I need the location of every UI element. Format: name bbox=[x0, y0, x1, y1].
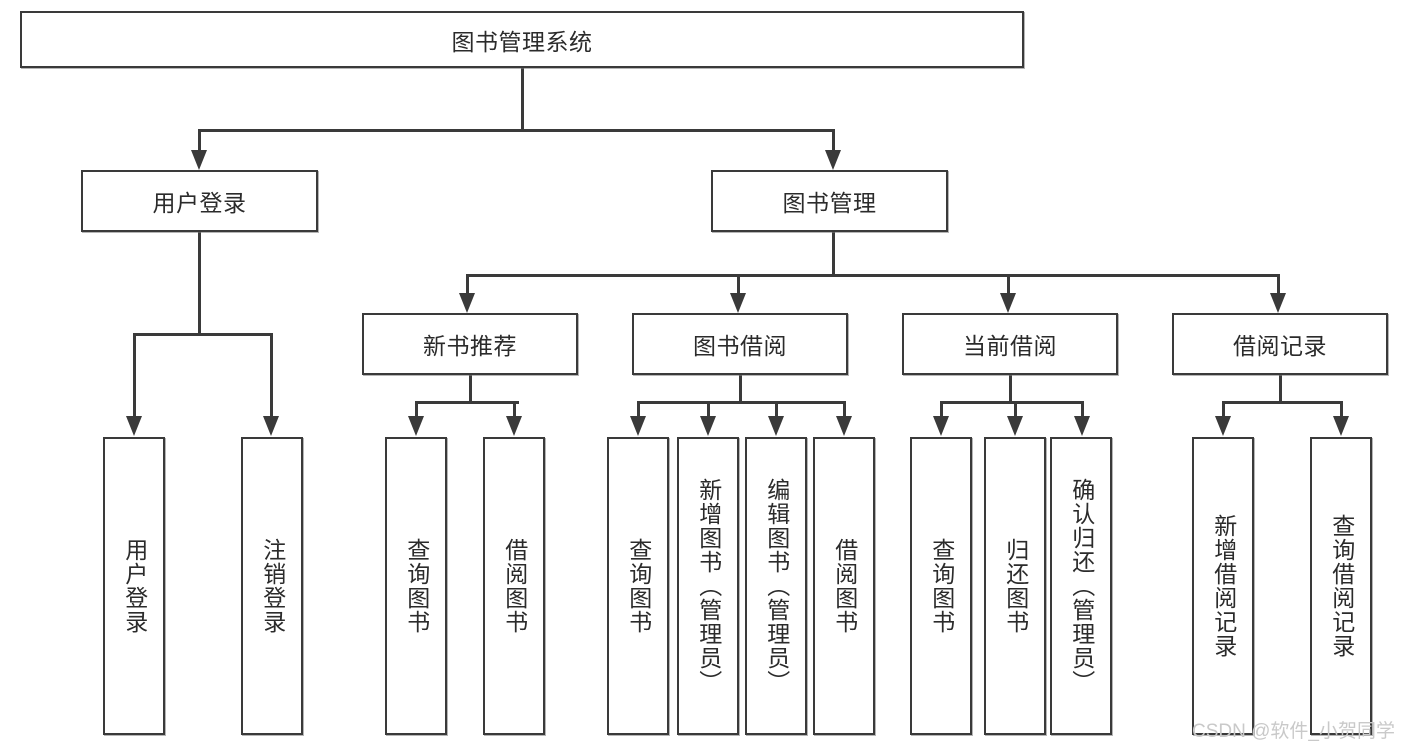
arrowhead-leaf-borrow-book-1 bbox=[506, 416, 522, 436]
arrowhead-leaf-add-borrow-record bbox=[1215, 416, 1231, 436]
edge-borrow-record-drop-2 bbox=[1340, 401, 1343, 419]
arrowhead-leaf-query-book-2 bbox=[630, 416, 646, 436]
arrowhead-leaf-query-borrow-record bbox=[1333, 416, 1349, 436]
edge-user-login-stem bbox=[198, 232, 201, 335]
node-leaf-query-book-1[interactable]: 查询图书 bbox=[385, 437, 447, 735]
edge-user-login-drop-2 bbox=[270, 333, 273, 419]
edge-new-book-stem bbox=[469, 375, 472, 403]
edge-current-borrow-drop-3 bbox=[1081, 401, 1084, 419]
arrowhead-book-borrow bbox=[730, 293, 746, 313]
node-leaf-logout-login[interactable]: 注销登录 bbox=[241, 437, 303, 735]
edge-book-manage-drop-4 bbox=[1277, 274, 1280, 296]
arrowhead-user-login bbox=[191, 150, 207, 170]
edge-current-borrow-bus bbox=[940, 401, 1081, 404]
node-new-book-recommend[interactable]: 新书推荐 bbox=[362, 313, 578, 375]
edge-user-login-bus bbox=[133, 333, 273, 336]
edge-root-stem bbox=[521, 68, 524, 131]
edge-book-manage-stem bbox=[832, 232, 835, 276]
edge-new-book-drop-1 bbox=[415, 401, 418, 419]
node-leaf-add-borrow-record[interactable]: 新增借阅记录 bbox=[1192, 437, 1254, 735]
csdn-watermark: CSDN @软件_小贺同学 bbox=[1192, 721, 1395, 742]
node-current-borrow[interactable]: 当前借阅 bbox=[902, 313, 1118, 375]
node-leaf-query-book-2[interactable]: 查询图书 bbox=[607, 437, 669, 735]
edge-book-borrow-bus bbox=[637, 401, 844, 404]
edge-book-borrow-stem bbox=[739, 375, 742, 403]
edge-borrow-record-stem bbox=[1279, 375, 1282, 403]
node-leaf-user-login[interactable]: 用户登录 bbox=[103, 437, 165, 735]
edge-book-manage-bus bbox=[466, 274, 1280, 277]
edge-new-book-drop-2 bbox=[513, 401, 516, 419]
node-leaf-borrow-book-2[interactable]: 借阅图书 bbox=[813, 437, 875, 735]
node-borrow-record[interactable]: 借阅记录 bbox=[1172, 313, 1388, 375]
edge-root-bus bbox=[198, 129, 835, 132]
node-book-manage[interactable]: 图书管理 bbox=[711, 170, 948, 232]
arrowhead-leaf-edit-book-admin bbox=[768, 416, 784, 436]
arrowhead-leaf-query-book-1 bbox=[408, 416, 424, 436]
node-user-login[interactable]: 用户登录 bbox=[81, 170, 318, 232]
node-book-borrow[interactable]: 图书借阅 bbox=[632, 313, 848, 375]
arrowhead-borrow-record bbox=[1270, 293, 1286, 313]
edge-book-borrow-drop-4 bbox=[843, 401, 846, 419]
arrowhead-leaf-query-book-3 bbox=[933, 416, 949, 436]
node-leaf-borrow-book-1[interactable]: 借阅图书 bbox=[483, 437, 545, 735]
arrowhead-leaf-add-book-admin bbox=[700, 416, 716, 436]
edge-root-to-book-manage bbox=[832, 129, 835, 153]
edge-user-login-drop-1 bbox=[133, 333, 136, 419]
arrowhead-leaf-borrow-book-2 bbox=[836, 416, 852, 436]
arrowhead-leaf-return-book bbox=[1007, 416, 1023, 436]
edge-borrow-record-bus bbox=[1222, 401, 1342, 404]
node-leaf-query-borrow-record[interactable]: 查询借阅记录 bbox=[1310, 437, 1372, 735]
edge-new-book-bus bbox=[415, 401, 519, 404]
node-leaf-edit-book-admin[interactable]: 编辑图书（管理员） bbox=[745, 437, 807, 735]
edge-current-borrow-stem bbox=[1009, 375, 1012, 403]
edge-current-borrow-drop-2 bbox=[1014, 401, 1017, 419]
edge-book-borrow-drop-1 bbox=[637, 401, 640, 419]
node-leaf-add-book-admin[interactable]: 新增图书（管理员） bbox=[677, 437, 739, 735]
edge-book-borrow-drop-3 bbox=[775, 401, 778, 419]
edge-book-borrow-drop-2 bbox=[707, 401, 710, 419]
arrowhead-new-book-recommend bbox=[459, 293, 475, 313]
arrowhead-leaf-logout-login bbox=[263, 416, 279, 436]
arrowhead-book-manage bbox=[825, 150, 841, 170]
edge-borrow-record-drop-1 bbox=[1222, 401, 1225, 419]
node-book-management-system[interactable]: 图书管理系统 bbox=[20, 11, 1024, 68]
edge-book-manage-drop-1 bbox=[466, 274, 469, 296]
edge-current-borrow-drop-1 bbox=[940, 401, 943, 419]
arrowhead-leaf-confirm-return bbox=[1074, 416, 1090, 436]
arrowhead-leaf-user-login bbox=[126, 416, 142, 436]
node-leaf-return-book[interactable]: 归还图书 bbox=[984, 437, 1046, 735]
arrowhead-current-borrow bbox=[1000, 293, 1016, 313]
edge-book-manage-drop-2 bbox=[737, 274, 740, 296]
edge-root-to-user-login bbox=[198, 129, 201, 153]
node-leaf-confirm-return[interactable]: 确认归还（管理员） bbox=[1050, 437, 1112, 735]
node-leaf-query-book-3[interactable]: 查询图书 bbox=[910, 437, 972, 735]
edge-book-manage-drop-3 bbox=[1007, 274, 1010, 296]
